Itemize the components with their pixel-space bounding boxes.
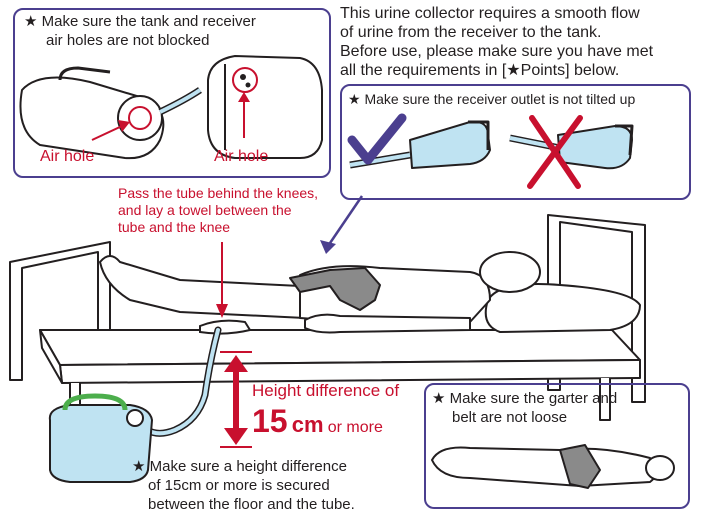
air-holes-box xyxy=(13,8,331,178)
intro-line4: all the requirements in [★Points] below. xyxy=(340,62,620,79)
garter-box xyxy=(424,383,690,509)
tube-instruction-line1: Pass the tube behind the knees, xyxy=(118,185,319,201)
intro-line1: This urine collector requires a smooth f… xyxy=(340,5,640,22)
drain-tube xyxy=(134,326,222,437)
air-holes-heading-line1: ★ Make sure the tank and receiver xyxy=(24,13,256,30)
height-marker xyxy=(220,351,252,448)
air-holes-illustration xyxy=(19,55,323,160)
height-value-row: 15 cm or more xyxy=(252,404,383,438)
floor-note-line1: ★ Make sure a height difference xyxy=(132,458,347,475)
air-holes-heading-line2: air holes are not blocked xyxy=(46,32,210,49)
air-hole-label-left: Air hole xyxy=(40,148,95,165)
tube-instruction-line3: tube and the knee xyxy=(118,219,231,235)
air-hole-label-right: Air hole xyxy=(214,148,269,165)
collection-tank xyxy=(48,393,153,483)
cross-mark-icon xyxy=(527,115,583,189)
patient xyxy=(99,251,641,334)
check-mark-icon xyxy=(347,113,407,165)
outlet-box xyxy=(340,84,691,200)
height-label: Height difference of xyxy=(252,381,400,400)
garter-heading-line2: belt are not loose xyxy=(452,409,568,426)
air-hole-arrows xyxy=(91,92,250,141)
height-unit: cm xyxy=(291,412,324,437)
floor-note-line2: of 15cm or more is secured xyxy=(148,477,330,494)
outlet-ok-illustration xyxy=(349,120,491,169)
height-suffix: or more xyxy=(327,419,383,436)
height-value: 15 xyxy=(252,403,288,439)
garter-illustration xyxy=(431,444,675,489)
outlet-pointer-arrow xyxy=(320,195,364,254)
intro-line2: of urine from the receiver to the tank. xyxy=(340,24,602,41)
tube-instruction-line2: and lay a towel between the xyxy=(118,202,292,218)
floor-note-line3: between the floor and the tube. xyxy=(148,496,355,513)
towel xyxy=(199,319,252,335)
intro-line3: Before use, please make sure you have me… xyxy=(340,43,654,60)
knee-pointer-arrow xyxy=(216,242,228,318)
garter-heading-line1: ★ Make sure the garter and xyxy=(432,390,618,407)
outlet-heading: ★ Make sure the receiver outlet is not t… xyxy=(348,91,636,107)
